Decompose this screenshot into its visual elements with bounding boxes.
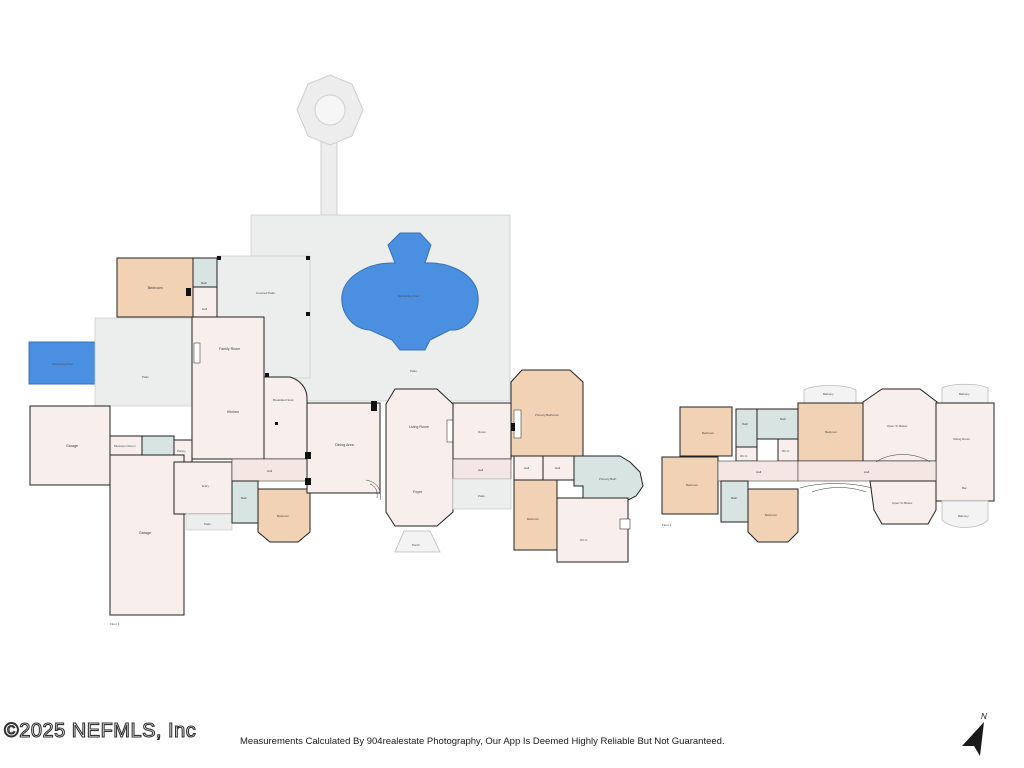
north-letter: N: [981, 712, 987, 721]
pantry-label: Pantry: [177, 449, 186, 453]
kitchen-label: Kitchen: [227, 410, 239, 414]
swimming-pool-main-label: Swimming Pool: [398, 294, 419, 298]
sitting-room: [935, 402, 995, 502]
bedroom-c: [661, 456, 719, 515]
wic-a-label: W.I.C.: [740, 454, 748, 458]
bath-b-label: Bath: [780, 417, 787, 421]
room-right: [452, 402, 512, 460]
balcony-bottom-label: Balcony: [958, 514, 969, 518]
bedroom-nw-label: Bedroom: [148, 286, 163, 290]
hall-2b-label: Hall: [864, 470, 870, 474]
living-room: [385, 388, 454, 527]
patio-right-label: Patio: [478, 494, 485, 498]
bedroom-b: [797, 402, 864, 462]
bedroom-c-label: Bedroom: [686, 483, 699, 487]
dining-area: [306, 402, 381, 494]
fireplace-icon: [193, 342, 201, 364]
hall-b-label: Hall: [555, 466, 561, 470]
garage-left: [29, 405, 111, 486]
bedroom-a: [679, 406, 733, 457]
wic: [556, 497, 629, 563]
patio-left-label: Patio: [142, 375, 149, 379]
open-to-below-bottom-label: Open To Below: [892, 501, 913, 505]
primary-bathroom-label: Primary Bathroom: [535, 413, 560, 417]
bedroom-right: [513, 479, 558, 551]
bath-a-label: Bath: [742, 422, 749, 426]
breakfast-nook: [263, 376, 308, 460]
open-to-below-top-label: Open To Below: [887, 424, 908, 428]
balcony-right: [941, 383, 989, 404]
living-room-label: Living Room: [409, 425, 429, 429]
porch: [394, 530, 441, 553]
swimming-pool-left-label: Swimming Pool: [52, 362, 73, 366]
open-to-below-bottom: [869, 480, 937, 525]
garage-bottom-label: Garage: [139, 531, 151, 535]
floor-1-plan: Patio Swimming Pool Swimming Pool Patio …: [28, 74, 644, 626]
breakfast-nook-label: Breakfast Nook: [273, 398, 294, 402]
bedroom-b-label: Bedroom: [825, 430, 838, 434]
bedroom-nw: [116, 257, 194, 318]
dining-area-label: Dining Area: [335, 443, 354, 447]
balcony-top: [803, 385, 857, 404]
bath-c-label: Bath: [731, 496, 738, 500]
hall-right-label: Hall: [478, 468, 484, 472]
hall-a-label: Hall: [524, 466, 530, 470]
room-right-label: Room: [478, 430, 487, 434]
hall-2a-label: Hall: [756, 470, 762, 474]
foyer-label: Foyer: [413, 490, 423, 494]
entry: [173, 461, 233, 515]
bath-nw: [192, 257, 218, 288]
bath-a: [735, 408, 758, 448]
covered-patio-label: Covered Patio: [256, 291, 275, 295]
bar-label: Bar: [962, 486, 967, 490]
patio-right: [452, 478, 512, 510]
hall-nw-label: Hall: [202, 307, 208, 311]
floor-2-plan: Bedroom Bath W.I.C. Bath W.I.C. Balcony …: [661, 383, 995, 543]
family-room-label: Family Room: [219, 347, 240, 351]
hall-2b: [797, 460, 937, 482]
bedroom-a-label: Bedroom: [702, 431, 715, 435]
bath-mid-label: Bath: [241, 496, 248, 500]
bedroom-right-label: Bedroom: [527, 517, 540, 521]
bath-mid: [231, 480, 259, 524]
balcony-right-label: Balcony: [959, 392, 970, 396]
closet-icon: [619, 518, 631, 530]
hall-mid-label: Hall: [267, 469, 273, 473]
bath-nw-label: Bath: [201, 281, 208, 285]
balcony-bottom: [941, 500, 989, 528]
family-room: [191, 316, 265, 460]
floor-2-label: Floor 2: [662, 523, 672, 527]
patio-small-label: Patio: [204, 522, 211, 526]
garage-bottom: [109, 454, 185, 616]
bath-c: [720, 480, 749, 523]
sitting-room-label: Sitting Room: [953, 437, 971, 441]
swimming-pool-left: [28, 341, 96, 385]
bedroom-d: [747, 488, 799, 543]
balcony-top-label: Balcony: [823, 392, 834, 396]
mudroom-label: Mudroom Room: [114, 444, 136, 448]
patio-main-label: Patio: [410, 369, 417, 373]
gazebo: [296, 74, 364, 219]
copyright-watermark: ©2025 NEFMLS, Inc: [3, 719, 197, 742]
primary-bath-label: Primary Bath: [599, 477, 617, 481]
swimming-pool-main: [341, 232, 479, 351]
wic-b-label: W.I.C.: [782, 449, 790, 453]
measurement-disclaimer: Measurements Calculated By 904realestate…: [240, 736, 725, 747]
entry-label: Entry: [202, 484, 210, 488]
garage-left-label: Garage: [66, 444, 78, 448]
floor-1-label: Floor 1: [110, 622, 120, 626]
patio-left: [94, 317, 193, 407]
hall-nw: [192, 286, 218, 318]
tub-icon: [513, 409, 522, 439]
north-arrow-icon: N: [962, 712, 987, 756]
bath-b: [756, 408, 799, 440]
bedroom-mid-label: Bedroom: [277, 514, 290, 518]
bedroom-d-label: Bedroom: [765, 513, 778, 517]
porch-label: Porch: [412, 543, 420, 547]
wic-label: W.I.C.: [580, 538, 588, 542]
